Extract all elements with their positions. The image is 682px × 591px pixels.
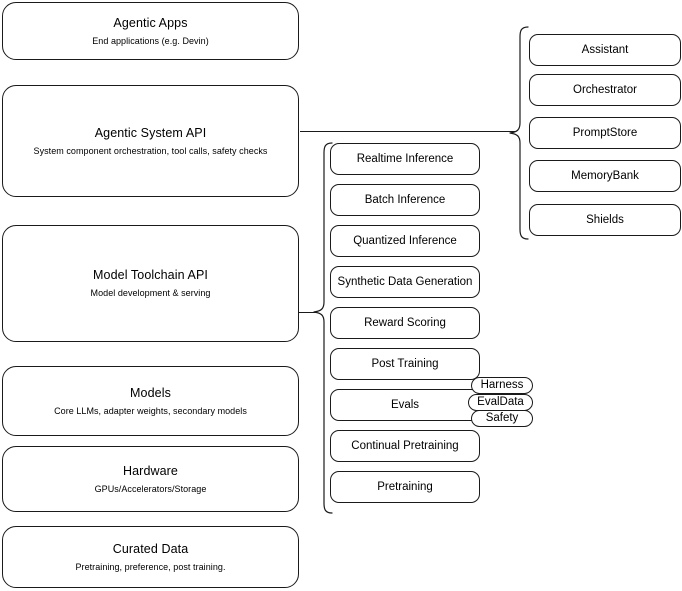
layer-agentic-apps[interactable]: Agentic Apps End applications (e.g. Devi… xyxy=(2,2,299,60)
chip-label: Synthetic Data Generation xyxy=(337,276,473,288)
layer-subtitle: GPUs/Accelerators/Storage xyxy=(94,483,207,494)
toolchain-chip-continual-pretraining[interactable]: Continual Pretraining xyxy=(330,430,480,462)
layer-title: Models xyxy=(130,385,171,400)
system-chip-shields[interactable]: Shields xyxy=(529,204,681,236)
chip-label: Pretraining xyxy=(377,481,433,493)
layer-models[interactable]: Models Core LLMs, adapter weights, secon… xyxy=(2,366,299,436)
evals-badge-harness[interactable]: Harness xyxy=(471,377,533,394)
layer-model-toolchain-api[interactable]: Model Toolchain API Model development & … xyxy=(2,225,299,342)
layer-title: Model Toolchain API xyxy=(93,268,208,282)
system-chip-memorybank[interactable]: MemoryBank xyxy=(529,160,681,192)
chip-label: Reward Scoring xyxy=(364,317,446,329)
chip-label: Assistant xyxy=(581,44,629,56)
toolchain-chip-synthetic-data-generation[interactable]: Synthetic Data Generation xyxy=(330,266,480,298)
chip-label: Continual Pretraining xyxy=(351,440,459,452)
chip-label: Post Training xyxy=(371,358,439,370)
layer-title: Agentic System API xyxy=(94,125,207,140)
chip-label: Shields xyxy=(586,214,624,226)
chip-label: Evals xyxy=(390,399,420,411)
toolchain-chip-evals[interactable]: Evals xyxy=(330,389,480,421)
layer-title: Agentic Apps xyxy=(113,15,188,30)
brace-system-components xyxy=(508,26,530,240)
connector-toolchain-api-line xyxy=(299,312,316,313)
connector-system-api-line xyxy=(300,131,516,132)
badge-label: EvalData xyxy=(477,396,524,408)
toolchain-chip-batch-inference[interactable]: Batch Inference xyxy=(330,184,480,216)
chip-label: Realtime Inference xyxy=(356,153,454,165)
layer-title: Hardware xyxy=(123,463,178,478)
chip-label: MemoryBank xyxy=(571,170,639,182)
layer-subtitle: Pretraining, preference, post training. xyxy=(75,561,226,572)
system-chip-assistant[interactable]: Assistant xyxy=(529,34,681,66)
chip-label: Batch Inference xyxy=(364,194,446,206)
layer-agentic-system-api[interactable]: Agentic System API System component orch… xyxy=(2,85,299,197)
system-chip-promptstore[interactable]: PromptStore xyxy=(529,117,681,149)
chip-label: Quantized Inference xyxy=(353,235,457,247)
layer-curated-data[interactable]: Curated Data Pretraining, preference, po… xyxy=(2,526,299,588)
toolchain-chip-realtime-inference[interactable]: Realtime Inference xyxy=(330,143,480,175)
badge-label: Harness xyxy=(480,379,524,391)
layer-subtitle: End applications (e.g. Devin) xyxy=(92,35,209,46)
chip-label: PromptStore xyxy=(572,127,638,139)
toolchain-chip-quantized-inference[interactable]: Quantized Inference xyxy=(330,225,480,257)
layer-subtitle: Model development & serving xyxy=(90,288,211,298)
toolchain-chip-pretraining[interactable]: Pretraining xyxy=(330,471,480,503)
evals-badge-safety[interactable]: Safety xyxy=(471,410,533,427)
toolchain-chip-post-training[interactable]: Post Training xyxy=(330,348,480,380)
toolchain-chip-reward-scoring[interactable]: Reward Scoring xyxy=(330,307,480,339)
badge-label: Safety xyxy=(485,412,519,424)
chip-label: Orchestrator xyxy=(573,84,637,96)
evals-badge-evaldata[interactable]: EvalData xyxy=(468,394,533,411)
layer-hardware[interactable]: Hardware GPUs/Accelerators/Storage xyxy=(2,446,299,512)
layer-subtitle: System component orchestration, tool cal… xyxy=(33,145,268,156)
layer-subtitle: Core LLMs, adapter weights, secondary mo… xyxy=(54,405,247,416)
layer-title: Curated Data xyxy=(112,541,189,556)
system-chip-orchestrator[interactable]: Orchestrator xyxy=(529,74,681,106)
